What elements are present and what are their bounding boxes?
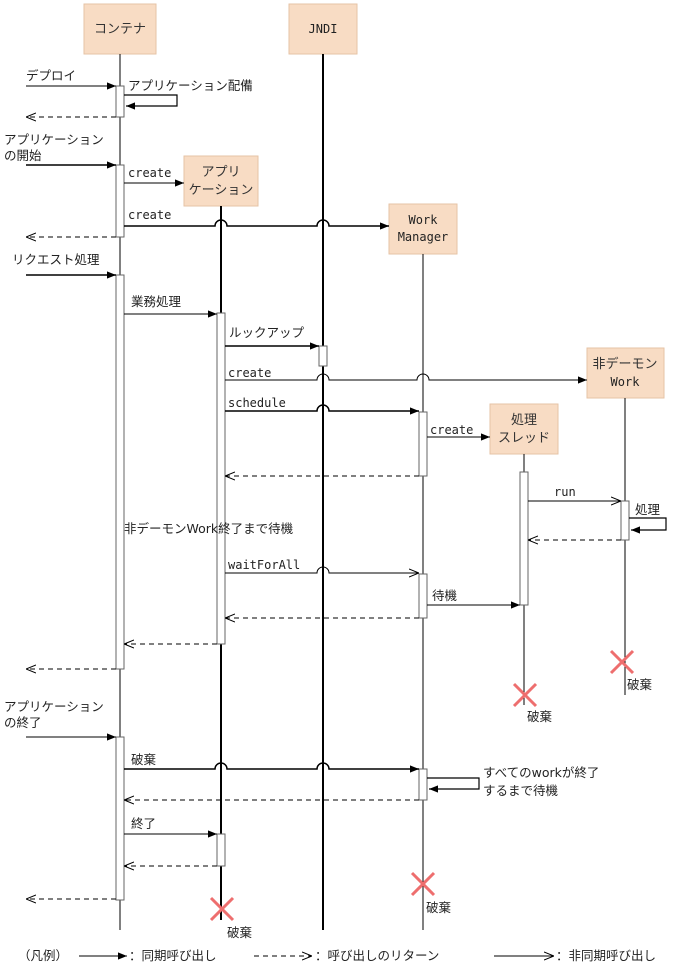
lifeline-nondaemon-work-label-2: Work [611, 375, 641, 389]
label-create-workmanager: create [128, 208, 171, 222]
label-wait-note: 非デーモンWork終了まで待機 [124, 521, 294, 536]
label-process: 処理 [635, 502, 661, 517]
label-business: 業務処理 [131, 294, 182, 309]
label-destroy-application: 破棄 [227, 925, 253, 940]
label-all-work-1: すべてのworkが終了 [483, 765, 599, 780]
lifeline-nondaemon-work: 非デーモン Work [586, 347, 665, 399]
label-create-thread: create [430, 423, 473, 437]
destroy-x-icon-application [209, 896, 235, 922]
lifeline-workmanager: Work Manager [388, 203, 458, 255]
label-app-start-1: アプリケーション [4, 132, 104, 147]
lifeline-application-label-2: ケーション [189, 183, 254, 198]
label-create-application: create [128, 166, 171, 180]
label-destroy-thread: 破棄 [527, 709, 553, 724]
label-app-deploy: アプリケーション配備 [128, 78, 253, 93]
legend-sync-label: ：同期呼び出し [129, 948, 217, 963]
lifeline-application-label-1: アプリ [201, 165, 240, 180]
lifeline-nondaemon-work-label-1: 非デーモン [592, 356, 657, 372]
arrow-all-work-self [427, 777, 480, 793]
label-app-start-2: の開始 [4, 148, 42, 163]
lifeline-workmanager-label-2: Manager [398, 230, 449, 244]
lifeline-jndi: JNDI [288, 3, 358, 55]
label-request: リクエスト処理 [12, 252, 100, 267]
destroy-x-icon-thread [512, 682, 538, 708]
label-destroy-workmanager-x: 破棄 [426, 900, 452, 915]
lifeline-thread-label-1: 処理 [511, 413, 537, 428]
label-lookup: ルックアップ [229, 325, 305, 340]
lifeline-thread: 処理 スレッド [489, 403, 559, 455]
lifeline-jndi-label: JNDI [309, 22, 338, 36]
lifeline-container-label: コンテナ [94, 22, 146, 37]
label-schedule: schedule [228, 396, 286, 410]
label-app-end-2: の終了 [4, 715, 42, 730]
activation-bars [115, 85, 630, 901]
label-create-nondaemon-work: create [228, 366, 271, 380]
legend-prefix: （凡例） [18, 948, 68, 963]
lifeline-workmanager-label-1: Work [409, 213, 439, 227]
legend-return-label: ：呼び出しのリターン [315, 948, 439, 963]
label-run: run [554, 485, 576, 499]
legend: （凡例） ：同期呼び出し ：呼び出しのリターン ：非同期呼び出し [18, 948, 656, 963]
label-end-application: 終了 [131, 816, 156, 831]
label-all-work-2: するまで待機 [483, 783, 559, 798]
arrow-create-nondaemon-work [225, 373, 587, 384]
arrow-waitforall [225, 566, 419, 573]
arrow-process-self [629, 517, 667, 534]
legend-async-label: ：非同期呼び出し [556, 948, 656, 963]
label-wait: 待機 [432, 588, 458, 603]
label-destroy-nondaemon-work: 破棄 [627, 677, 653, 692]
arrow-create-workmanager [124, 219, 389, 230]
label-deploy: デプロイ [26, 68, 76, 83]
destroy-x-icon-nondaemon-work [609, 649, 635, 675]
destroy-x-icon-workmanager [410, 871, 436, 897]
arrow-destroy-workmanager [124, 762, 419, 773]
arrow-app-deploy-self [124, 94, 178, 110]
lifeline-thread-label-2: スレッド [498, 431, 550, 446]
arrow-schedule [225, 404, 419, 415]
lifeline-application: アプリ ケーション [183, 155, 259, 207]
label-waitforall: waitForAll [228, 558, 300, 572]
label-app-end-1: アプリケーション [4, 699, 104, 714]
label-destroy-workmanager: 破棄 [131, 752, 157, 767]
lifeline-container: コンテナ [83, 3, 157, 55]
